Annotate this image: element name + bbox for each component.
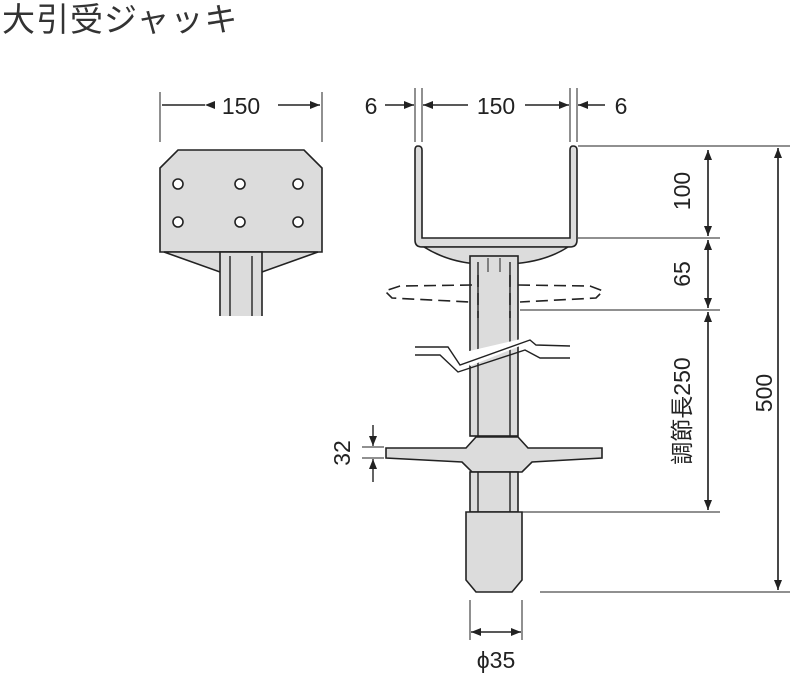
- alt-nut-outline: [383, 284, 473, 303]
- bolt-hole: [292, 178, 304, 190]
- page-title: 大引受ジャッキ: [2, 0, 239, 39]
- dim-shaft-diameter: ϕ35: [477, 647, 515, 673]
- dim-nut-thickness: 32: [329, 440, 355, 466]
- screw-shaft-lower: [469, 471, 519, 513]
- adjusting-nut-handle: [385, 436, 603, 473]
- dim-adjust-length: 調節長250: [669, 357, 695, 464]
- break-line: [415, 349, 570, 373]
- bolt-hole: [292, 216, 304, 228]
- u-head-bracket: [414, 145, 578, 248]
- dim-total-height: 500: [751, 374, 777, 412]
- break-mask: [415, 338, 570, 366]
- dim-side-gap-left: 6: [365, 93, 378, 119]
- head-plate: [159, 149, 323, 253]
- break-line: [415, 339, 571, 366]
- break-mask: [215, 316, 267, 326]
- bolt-hole: [234, 178, 246, 190]
- alt-nut-outline: [517, 284, 605, 303]
- bolt-hole: [172, 216, 184, 228]
- dim-top-width-left: 150: [222, 93, 260, 119]
- head-plate-top-view: 150: [159, 92, 323, 326]
- bolt-hole: [172, 178, 184, 190]
- dim-head-height: 100: [669, 172, 695, 210]
- dim-neck-height: 65: [669, 261, 695, 287]
- bolt-hole: [234, 216, 246, 228]
- jack-side-view: 6 150 6: [329, 88, 790, 673]
- dim-top-width-right: 150: [477, 93, 515, 119]
- shaft-end: [465, 511, 523, 593]
- shaft-stub: [219, 251, 263, 321]
- dim-side-gap-right: 6: [615, 93, 628, 119]
